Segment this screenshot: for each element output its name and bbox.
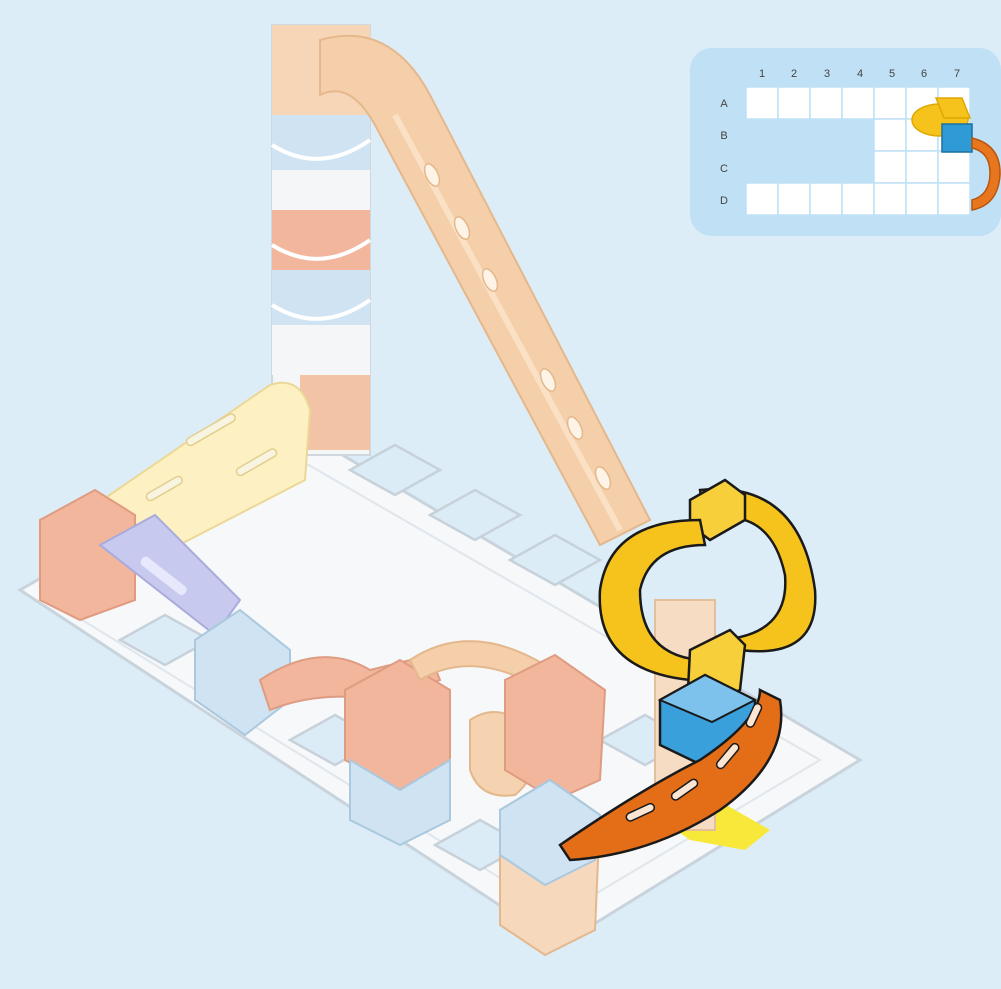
col-label-1: 1 [759,68,765,80]
map-blue-connector [942,124,972,152]
row-label-b: B [720,130,727,142]
row-label-d: D [720,195,728,207]
layout-map: 1 2 3 4 5 6 7 A B C D [690,48,1001,236]
col-label-7: 7 [954,68,960,80]
row-label-c: C [720,163,728,175]
col-label-5: 5 [889,68,895,80]
col-label-3: 3 [824,68,830,80]
col-label-4: 4 [857,68,863,80]
middle-pieces [260,641,605,955]
col-label-6: 6 [921,68,927,80]
col-label-2: 2 [791,68,797,80]
row-label-a: A [720,98,728,110]
